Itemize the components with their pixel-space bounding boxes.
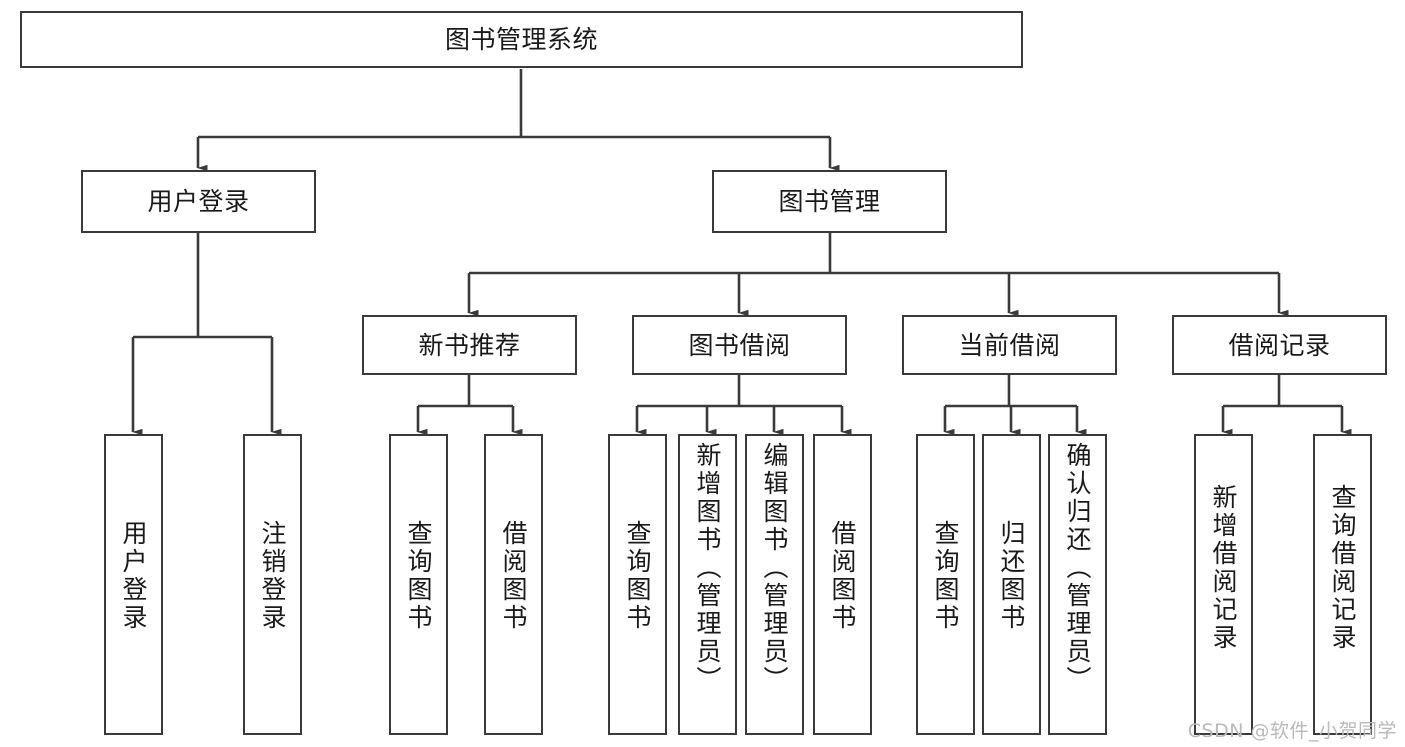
node-current-borrow[interactable]: 当前借阅 bbox=[902, 315, 1117, 375]
node-label: 确认归还（管理员） bbox=[1063, 442, 1092, 694]
node-label: 图书管理系统 bbox=[444, 25, 598, 54]
node-book-borrow[interactable]: 图书借阅 bbox=[632, 315, 847, 375]
node-label: 新增图书（管理员） bbox=[693, 442, 722, 694]
leaf-return-book[interactable]: 归还图书 bbox=[982, 434, 1041, 735]
leaf-edit-book-admin[interactable]: 编辑图书（管理员） bbox=[745, 434, 804, 735]
node-label: 借阅图书 bbox=[828, 520, 857, 632]
node-root-book-management-system[interactable]: 图书管理系统 bbox=[20, 11, 1023, 68]
csdn-watermark: CSDN @软件_小贺同学 bbox=[1187, 720, 1397, 742]
node-label: 查询图书 bbox=[931, 520, 960, 632]
node-label: 查询借阅记录 bbox=[1328, 484, 1357, 652]
node-label: 图书管理 bbox=[778, 187, 881, 216]
leaf-add-borrow-record[interactable]: 新增借阅记录 bbox=[1194, 434, 1253, 735]
leaf-borrow-book[interactable]: 借阅图书 bbox=[813, 434, 872, 735]
node-label: 图书借阅 bbox=[688, 330, 791, 360]
node-label: 注销登录 bbox=[258, 520, 287, 632]
leaf-borrow-book-recommend[interactable]: 借阅图书 bbox=[484, 434, 543, 735]
node-label: 用户登录 bbox=[119, 520, 148, 632]
node-book-management[interactable]: 图书管理 bbox=[712, 170, 947, 233]
node-label: 编辑图书（管理员） bbox=[760, 442, 789, 694]
leaf-confirm-return-admin[interactable]: 确认归还（管理员） bbox=[1048, 434, 1107, 735]
leaf-logout-login[interactable]: 注销登录 bbox=[243, 434, 302, 735]
node-label: 查询图书 bbox=[404, 520, 433, 632]
node-label: 借阅记录 bbox=[1228, 330, 1331, 360]
leaf-query-book-recommend[interactable]: 查询图书 bbox=[389, 434, 448, 735]
node-label: 借阅图书 bbox=[499, 520, 528, 632]
node-label: 归还图书 bbox=[997, 520, 1026, 632]
node-user-login[interactable]: 用户登录 bbox=[81, 170, 316, 233]
node-label: 查询图书 bbox=[623, 520, 652, 632]
leaf-user-login[interactable]: 用户登录 bbox=[104, 434, 163, 735]
node-label: 用户登录 bbox=[147, 187, 250, 216]
node-label: 新书推荐 bbox=[418, 330, 521, 360]
node-borrow-record[interactable]: 借阅记录 bbox=[1172, 315, 1387, 375]
leaf-query-book-borrow[interactable]: 查询图书 bbox=[608, 434, 667, 735]
leaf-query-borrow-record[interactable]: 查询借阅记录 bbox=[1313, 434, 1372, 735]
node-new-book-recommend[interactable]: 新书推荐 bbox=[362, 315, 577, 375]
node-label: 新增借阅记录 bbox=[1209, 484, 1238, 652]
node-label: 当前借阅 bbox=[958, 330, 1061, 360]
leaf-add-book-admin[interactable]: 新增图书（管理员） bbox=[678, 434, 737, 735]
leaf-query-book-current[interactable]: 查询图书 bbox=[916, 434, 975, 735]
